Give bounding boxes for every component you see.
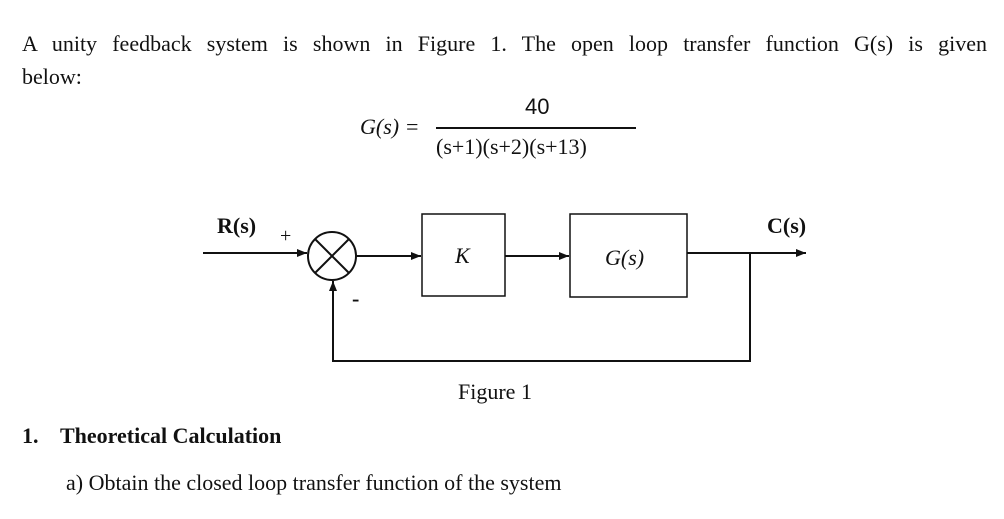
equation-lhs: G(s) = [360,114,420,139]
controller-label: K [455,243,470,268]
equation-denominator: (s+1)(s+2)(s+13) [436,134,587,159]
summing-junction [307,231,357,281]
section-title: Theoretical Calculation [60,423,282,448]
question-item: a) Obtain the closed loop transfer funct… [66,470,561,496]
plant-block [569,213,688,298]
input-label: R(s) [217,213,257,238]
section-number: 1. [22,423,39,448]
equation-numerator: 40 [525,94,550,119]
output-label: C(s) [767,213,807,238]
section-heading: 1. Theoretical Calculation [22,423,281,449]
plant-label: G(s) [605,245,645,270]
problem-intro-line2: below: [22,64,82,89]
fraction-bar [436,127,636,129]
figure-caption: Figure 1 [458,379,532,404]
controller-block [421,213,506,297]
minus-sign: - [352,286,360,311]
question-label: a) [66,470,84,495]
feedback-path [329,253,751,362]
plus-sign: + [280,225,292,247]
problem-intro-line1: A unity feedback system is shown in Figu… [22,31,987,56]
question-text: Obtain the closed loop transfer function… [88,470,562,495]
